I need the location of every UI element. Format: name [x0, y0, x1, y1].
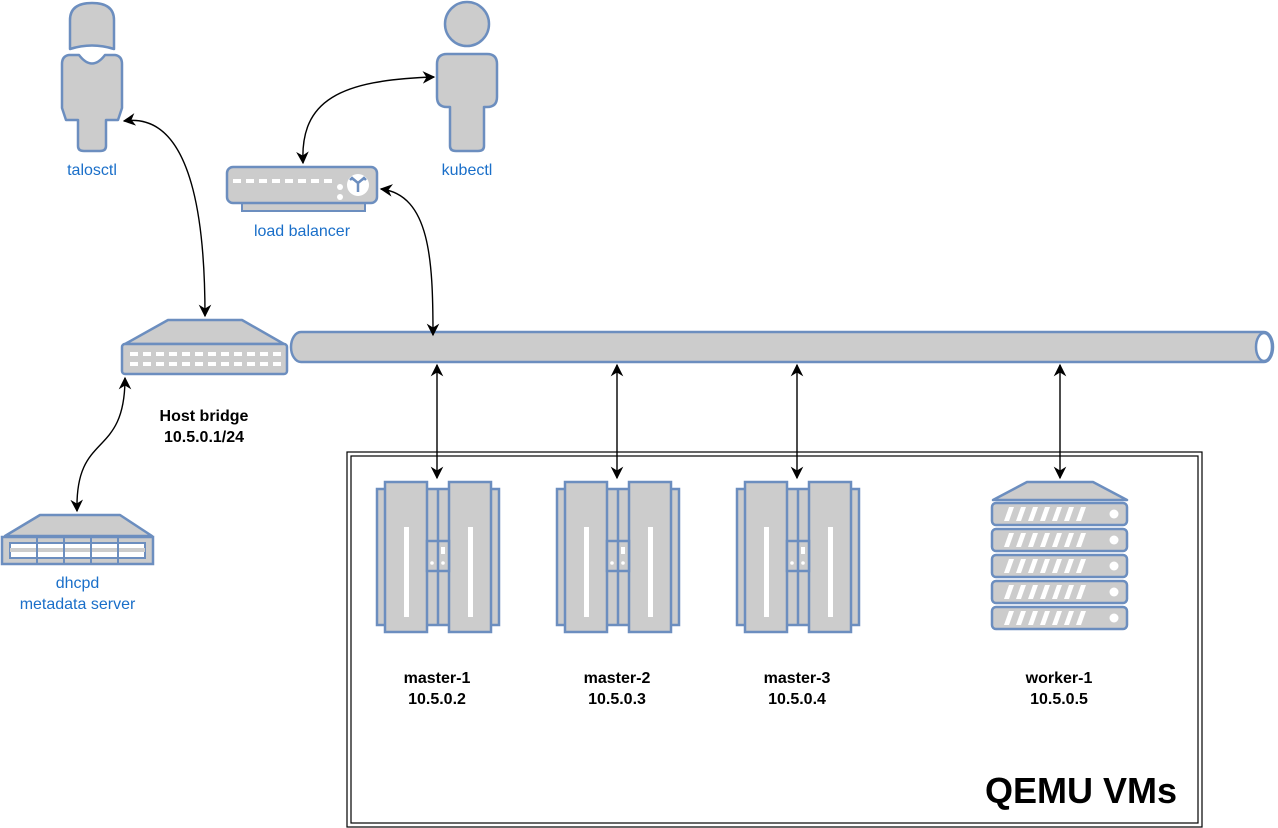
vm-ip-label: 10.5.0.3	[588, 691, 646, 708]
host-bridge-address: 10.5.0.1/24	[163, 429, 245, 446]
rack-server-icon[interactable]	[990, 480, 1129, 631]
switch-icon[interactable]	[120, 318, 289, 376]
vm-name-label: master-1	[403, 670, 471, 687]
user-icon[interactable]	[435, 0, 499, 153]
host-bridge-label: Host bridge	[159, 408, 249, 425]
edge-lb-bus	[379, 184, 440, 337]
vm-ip-label: 10.5.0.5	[1030, 691, 1088, 708]
vm-ip-label: 10.5.0.4	[768, 691, 826, 708]
edge-talosctl-bridge	[122, 113, 212, 318]
vm-name-label: master-2	[583, 670, 651, 687]
load-balancer-label: load balancer	[253, 223, 351, 240]
network-bus-icon[interactable]	[289, 330, 1275, 364]
talosctl-label: talosctl	[67, 162, 117, 179]
edge-bridge-dhcpd	[70, 376, 132, 513]
vm-name-label: worker-1	[1025, 670, 1093, 687]
kubectl-label: kubectl	[441, 162, 493, 179]
mainframe-icon[interactable]	[735, 480, 861, 634]
dhcpd-label: dhcpd	[55, 575, 100, 592]
vm-ip-label: 10.5.0.2	[408, 691, 466, 708]
metadata-server-label: metadata server	[19, 596, 136, 613]
mainframe-icon[interactable]	[555, 480, 681, 634]
mainframe-icon[interactable]	[375, 480, 501, 634]
edge-kubectl-lb	[296, 71, 436, 165]
server-icon[interactable]	[0, 513, 155, 566]
group-title: QEMU VMs	[985, 770, 1178, 811]
user-female-icon[interactable]	[60, 1, 124, 153]
load-balancer-icon[interactable]	[225, 165, 379, 212]
edges	[70, 71, 1067, 513]
qemu-vms-group	[346, 451, 1203, 828]
vm-name-label: master-3	[763, 670, 831, 687]
